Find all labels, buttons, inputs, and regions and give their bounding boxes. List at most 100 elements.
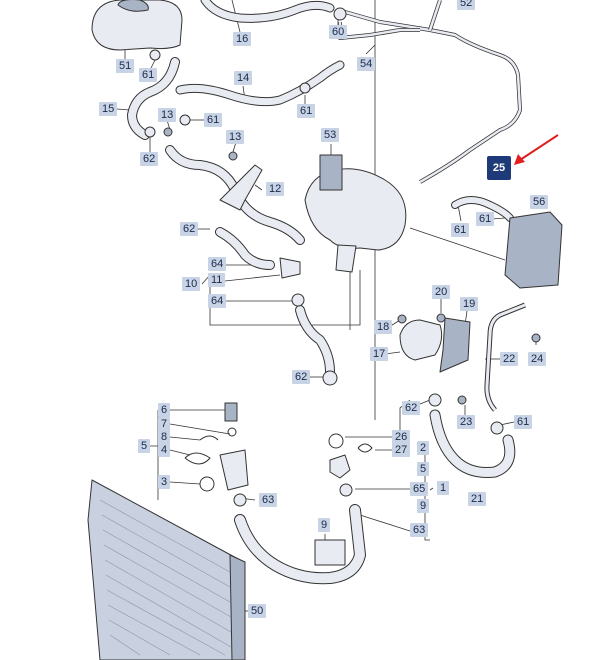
callout-24: 24 [528,352,547,366]
leader-line [409,227,506,261]
callout-13: 13 [226,130,245,144]
callout-27: 27 [392,443,411,457]
callout-22: 22 [500,352,519,366]
leader-line [169,436,201,441]
callout-62: 62 [140,152,159,166]
hose-64b-fill [296,306,334,376]
callout-65: 65 [410,482,429,496]
leader-line [169,481,201,485]
callout-2: 2 [417,441,430,455]
callout-63: 63 [410,523,429,537]
leader-line [201,270,361,326]
leader-line [116,108,131,111]
clip-24 [531,333,541,343]
bracket-19 [439,317,471,373]
seal-7 [227,427,237,437]
thermostat-outlet [335,244,357,273]
bolt-23 [457,395,467,405]
callout-14: 14 [234,71,253,85]
connector-11 [279,257,301,279]
clip-65 [339,483,353,497]
callout-17: 17 [370,347,389,361]
hose-lower-fill [235,505,365,584]
callout-54: 54 [357,57,376,71]
bracket-12 [219,164,263,211]
callout-19: 19 [460,297,479,311]
leader-line [224,274,281,282]
pump-17 [399,319,443,361]
callout-61: 61 [204,113,223,127]
leader-line [169,423,231,435]
clip-62d [428,393,442,407]
sensor-6 [224,402,238,422]
bolt-13a [163,127,173,137]
callout-10: 10 [182,277,201,291]
bolt-20 [436,313,446,323]
bolt-18 [397,314,407,324]
leader-line [429,487,434,491]
callout-62: 62 [180,222,199,236]
connector-5 [219,449,249,491]
oil-cooler [504,211,563,289]
clip-63a [233,493,247,507]
pipe-52-fill [344,10,522,184]
pipe-52-branch-fill [428,0,442,31]
hose-16-fill [201,0,334,22]
callout-63: 63 [259,493,278,507]
callout-61: 61 [514,415,533,429]
pipe-22-fill [485,303,526,412]
callout-64: 64 [208,294,227,308]
callout-6: 6 [158,403,171,417]
hose-61-right-fill [452,197,513,221]
leader-line [365,44,376,55]
clip-64b [291,293,305,307]
pointer-arrow [519,134,559,161]
radiator-fins [99,499,232,656]
radiator-side [229,554,246,660]
callout-64: 64 [208,257,227,271]
callout-26: 26 [392,430,411,444]
bolt-13b [228,151,238,161]
expansion-tank-cap [117,0,149,12]
bracket-9 [314,539,346,566]
callout-7: 7 [158,417,171,431]
callout-12: 12 [266,182,285,196]
clip-60 [333,7,347,21]
clip-61a [149,49,161,61]
callout-60: 60 [329,25,348,39]
callout-9: 9 [417,499,430,513]
hose-64a-fill [216,228,274,269]
callout-25[interactable]: 25 [487,156,511,180]
hose-15-fill [128,58,179,139]
callout-5: 5 [417,462,430,476]
callout-61: 61 [297,104,316,118]
callout-11: 11 [208,273,226,287]
leader-line [457,204,462,222]
callout-50: 50 [248,604,267,618]
leader-line [359,514,411,532]
connector-2 [329,454,351,479]
callout-51: 51 [116,59,135,73]
callout-20: 20 [432,285,451,299]
seal-26 [328,433,344,449]
callout-4: 4 [158,443,171,457]
leader-line [150,410,159,500]
callout-62: 62 [292,370,311,384]
hose-14-fill [176,61,344,106]
clip-61c [299,82,311,94]
callout-62: 62 [402,401,421,415]
seal-3 [199,476,215,492]
callout-56: 56 [530,195,549,209]
leader-line [491,217,506,220]
callout-52: 52 [457,0,476,10]
callout-53: 53 [321,128,340,142]
callout-61: 61 [451,223,470,237]
callout-8: 8 [158,430,171,444]
clip-27 [357,443,373,453]
callout-9: 9 [318,518,331,532]
leader-line [254,184,263,191]
hose-21-fill [430,410,515,477]
leader-line [169,449,191,456]
callout-13: 13 [158,108,177,122]
